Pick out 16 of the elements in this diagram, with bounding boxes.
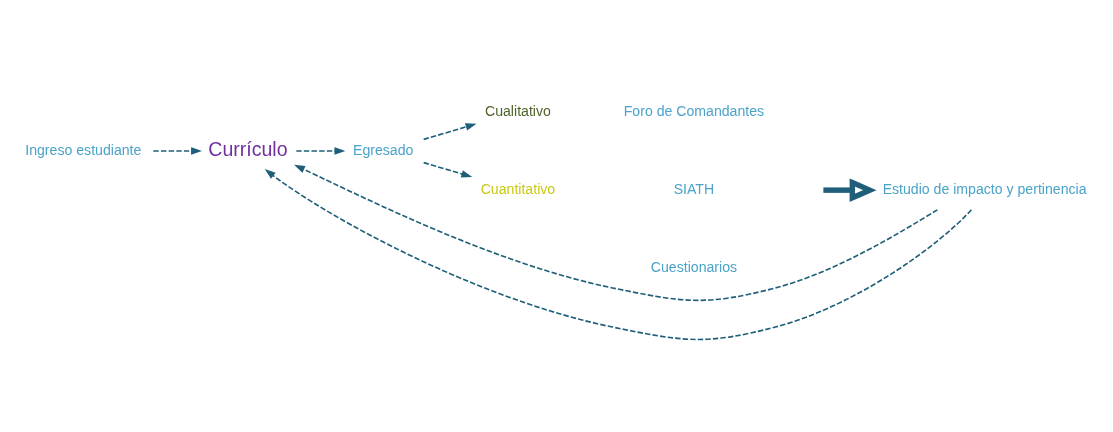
node-text: Egresado bbox=[352, 141, 414, 158]
arrow bbox=[152, 147, 202, 155]
node-text: Ingreso estudiante bbox=[25, 141, 142, 158]
node-text: Currículo bbox=[208, 137, 288, 160]
arrow bbox=[422, 123, 477, 141]
node-text: Estudio de impacto y pertinencia bbox=[882, 180, 1087, 197]
arrow bbox=[295, 147, 346, 155]
arrow bbox=[422, 161, 473, 178]
node-text: Cuantitativo bbox=[480, 180, 556, 197]
arrow bbox=[294, 164, 939, 302]
arrow bbox=[264, 169, 973, 341]
node-text: Cualitativo bbox=[484, 102, 551, 119]
node-text: Cuestionarios bbox=[650, 259, 738, 276]
arrow bbox=[823, 178, 877, 202]
node-text: SIATH bbox=[673, 180, 715, 197]
node-text: Foro de Comandantes bbox=[623, 102, 765, 119]
